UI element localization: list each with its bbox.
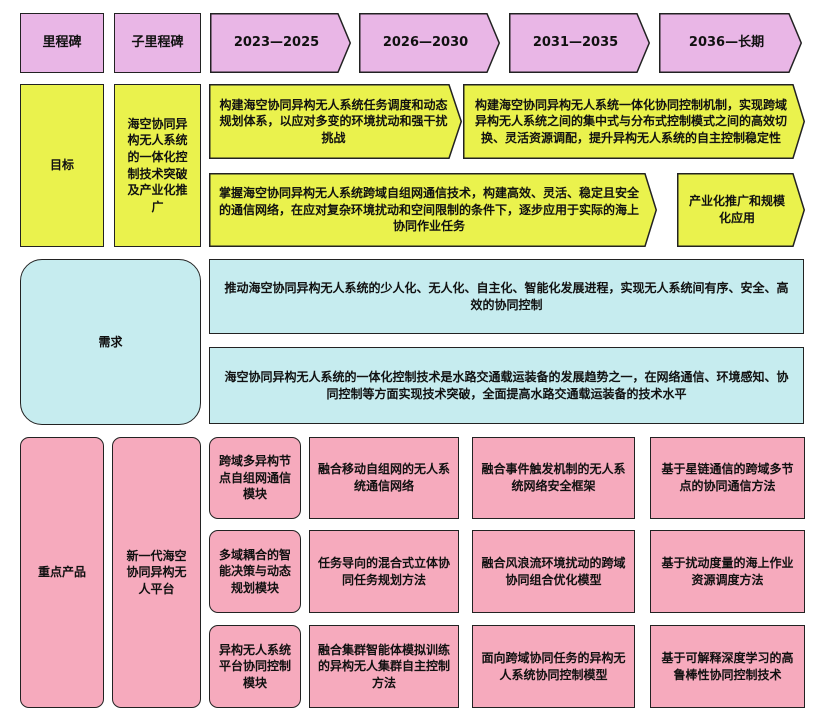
products-sub-label: 新一代海空协同异构无人平台 <box>112 437 201 708</box>
product-module-row3: 异构无人系统平台协同控制模块 <box>209 625 301 708</box>
product-item-r3c4: 基于可解释深度学习的高鲁棒性协同控制技术 <box>650 625 805 708</box>
products-label: 重点产品 <box>20 437 104 708</box>
needs-label: 需求 <box>20 259 201 425</box>
need-item-2: 海空协同异构无人系统的一体化控制技术是水路交通载运装备的发展趋势之一，在网络通信… <box>209 347 804 424</box>
product-item-r3c2: 融合集群智能体模拟训练的异构无人集群自主控制方法 <box>309 625 459 708</box>
goal-text: 构建海空协同异构无人系统一体化协同控制机制，实现跨域异构无人系统之间的集中式与分… <box>474 97 787 145</box>
product-module-row1: 跨域多异构节点自组网通信模块 <box>209 437 301 519</box>
goal-arrow-2: 构建海空协同异构无人系统一体化协同控制机制，实现跨域异构无人系统之间的集中式与分… <box>463 84 806 159</box>
period-arrow-2023-2025: 2023—2025 <box>210 13 352 73</box>
goals-label: 目标 <box>20 84 104 247</box>
product-item-r1c4: 基于星链通信的跨域多节点的协同通信方法 <box>650 437 805 519</box>
product-item-r1c3: 融合事件触发机制的无人系统网络安全框架 <box>472 437 635 519</box>
period-label: 2023—2025 <box>233 35 320 51</box>
period-label: 2036—长期 <box>688 35 765 51</box>
product-item-r2c3: 融合风浪流环境扰动的跨域协同组合优化模型 <box>472 530 635 613</box>
goal-arrow-1: 构建海空协同异构无人系统任务调度和动态规划体系，以应对多变的环境扰动和强干扰挑战 <box>209 84 463 159</box>
product-item-r1c2: 融合移动自组网的无人系统通信网络 <box>309 437 459 519</box>
product-item-r3c3: 面向跨域协同任务的异构无人系统协同控制模型 <box>472 625 635 708</box>
period-label: 2026—2030 <box>382 35 469 51</box>
period-arrow-2031-2035: 2031—2035 <box>509 13 651 73</box>
period-arrow-2026-2030: 2026—2030 <box>359 13 501 73</box>
period-label: 2031—2035 <box>532 35 619 51</box>
goal-arrow-3: 掌握海空协同异构无人系统跨域自组网通信技术，构建高效、灵活、稳定且安全的通信网络… <box>209 173 658 247</box>
goals-sub-label: 海空协同异构无人系统的一体化控制技术突破及产业化推广 <box>114 84 201 247</box>
product-item-r2c2: 任务导向的混合式立体协同任务规划方法 <box>309 530 459 613</box>
goal-arrow-4: 产业化推广和规模化应用 <box>677 173 806 247</box>
goal-text: 构建海空协同异构无人系统任务调度和动态规划体系，以应对多变的环境扰动和强干扰挑战 <box>219 97 448 145</box>
product-module-row2: 多域耦合的智能决策与动态规划模块 <box>209 530 301 613</box>
goal-text: 掌握海空协同异构无人系统跨域自组网通信技术，构建高效、灵活、稳定且安全的通信网络… <box>219 186 640 234</box>
period-arrow-2036-long-term: 2036—长期 <box>659 13 803 73</box>
milestone-header: 里程碑 <box>20 13 104 73</box>
product-item-r2c4: 基于扰动度量的海上作业资源调度方法 <box>650 530 805 613</box>
sub-milestone-header: 子里程碑 <box>114 13 201 73</box>
need-item-1: 推动海空协同异构无人系统的少人化、无人化、自主化、智能化发展进程，实现无人系统间… <box>209 259 804 334</box>
goal-text: 产业化推广和规模化应用 <box>688 194 785 225</box>
